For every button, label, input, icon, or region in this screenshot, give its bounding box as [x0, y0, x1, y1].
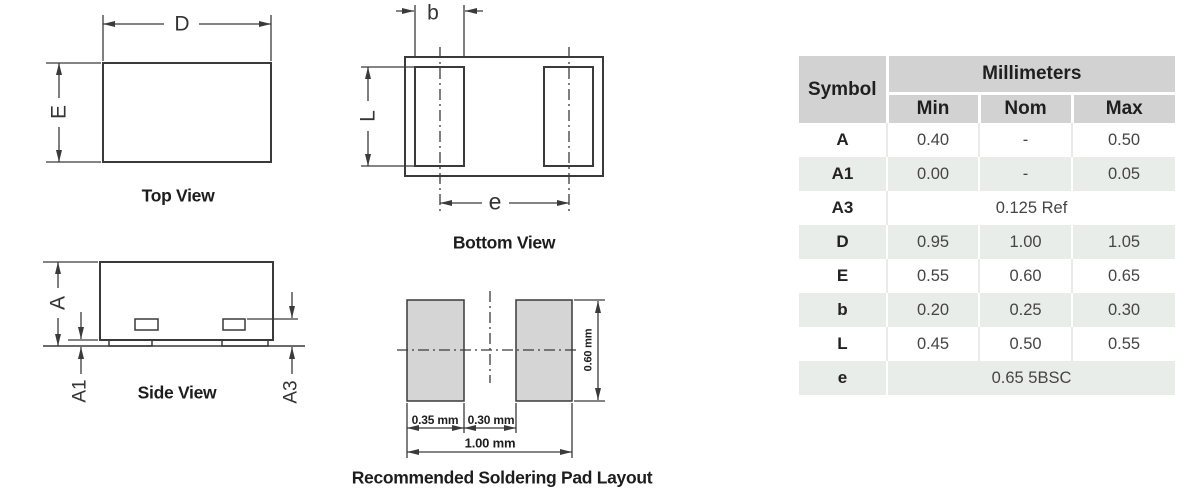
nom-cell: 0.50 — [978, 327, 1072, 361]
bottom-view-drawing — [361, 5, 604, 212]
min-cell: 0.55 — [886, 259, 979, 293]
table-row: E 0.55 0.60 0.65 — [799, 259, 1176, 293]
dim-label-A: A — [46, 295, 70, 311]
symbol-cell: A — [836, 130, 849, 149]
nom-cell: - — [978, 157, 1072, 191]
col-header-nom: Nom — [977, 93, 1072, 123]
nom-cell: - — [978, 123, 1072, 157]
nom-cell: 0.25 — [978, 293, 1072, 327]
symbol-cell: A3 — [831, 198, 854, 217]
side-view-right-terminal — [222, 318, 246, 331]
bottom-view-caption: Bottom View — [452, 232, 556, 253]
dim-label-pad-gap: 0.30 mm — [467, 413, 515, 427]
symbol-cell: b — [837, 300, 848, 319]
bottom-view-body-outline — [404, 56, 604, 177]
side-view-caption: Side View — [137, 382, 217, 403]
symbol-cell: L — [837, 334, 848, 353]
dim-label-A1: A1 — [69, 379, 91, 403]
span-value-cell: 0.125 Ref — [885, 191, 1176, 225]
dim-label-A3: A3 — [280, 380, 302, 404]
max-cell: 0.30 — [1070, 293, 1176, 327]
table-row: A 0.40 - 0.50 — [799, 123, 1176, 157]
min-cell: 0.40 — [886, 123, 979, 157]
max-cell: 0.55 — [1070, 327, 1176, 361]
dim-label-pad-height: 0.60 mm — [582, 328, 595, 372]
col-header-symbol: Symbol — [799, 56, 887, 123]
pad-layout-drawing — [397, 291, 605, 458]
col-header-min: Min — [885, 93, 979, 123]
pad-layout-caption: Recommended Soldering Pad Layout — [351, 467, 653, 488]
dim-label-D: D — [174, 12, 190, 36]
max-cell: 0.65 — [1070, 259, 1176, 293]
min-cell: 0.45 — [886, 327, 979, 361]
bottom-view-left-pad — [414, 66, 465, 167]
max-cell: 0.50 — [1070, 123, 1176, 157]
col-header-max: Max — [1070, 93, 1176, 123]
col-header-millimeters: Millimeters — [885, 56, 1176, 95]
symbol-cell: E — [836, 266, 849, 285]
dim-label-pad-width: 0.35 mm — [411, 413, 459, 427]
side-view-left-terminal — [134, 318, 159, 331]
symbol-cell: A1 — [831, 164, 854, 183]
span-value-cell: 0.65 5BSC — [885, 361, 1176, 395]
symbol-cell: e — [837, 368, 848, 387]
dim-label-total-width: 1.00 mm — [464, 435, 516, 451]
nom-cell: 1.00 — [978, 225, 1072, 259]
nom-cell: 0.60 — [978, 259, 1072, 293]
symbol-cell: D — [836, 232, 849, 251]
top-view-body-outline — [102, 62, 272, 163]
table-subheader-row: Min Nom Max — [799, 93, 1176, 123]
min-cell: 0.95 — [886, 225, 979, 259]
bottom-view-right-pad — [543, 66, 594, 167]
table-header-row: Symbol Millimeters — [799, 56, 1176, 123]
max-cell: 1.05 — [1070, 225, 1176, 259]
table-row: A1 0.00 - 0.05 — [799, 157, 1176, 191]
table-row: e 0.65 5BSC — [799, 361, 1176, 395]
side-view-body-outline — [99, 261, 274, 341]
side-view-drawing — [43, 261, 305, 374]
dimensions-table: Symbol Millimeters Min Nom Max A 0.40 - … — [799, 56, 1176, 395]
table-row: A3 0.125 Ref — [799, 191, 1176, 225]
dim-label-E: E — [47, 104, 71, 120]
dim-label-L: L — [356, 110, 380, 122]
table-row: L 0.45 0.50 0.55 — [799, 327, 1176, 361]
min-cell: 0.00 — [886, 157, 979, 191]
table-row: D 0.95 1.00 1.05 — [799, 225, 1176, 259]
top-view-drawing — [46, 15, 272, 163]
dim-label-b: b — [427, 1, 439, 25]
table-row: b 0.20 0.25 0.30 — [799, 293, 1176, 327]
top-view-caption: Top View — [141, 185, 215, 206]
max-cell: 0.05 — [1070, 157, 1176, 191]
dim-label-e: e — [488, 188, 502, 215]
min-cell: 0.20 — [886, 293, 979, 327]
